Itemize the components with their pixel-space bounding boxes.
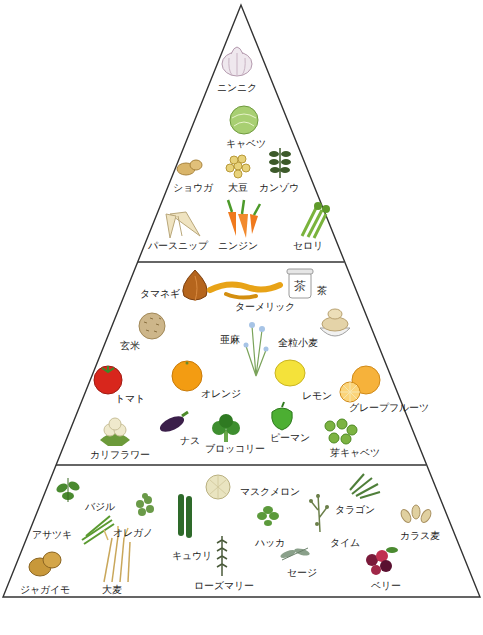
food-label: マスクメロン bbox=[240, 486, 300, 498]
food-label: ニンジン bbox=[218, 240, 258, 252]
garlic-icon bbox=[222, 47, 252, 76]
food-label: 芽キャベツ bbox=[330, 447, 380, 459]
food-label: ローズマリー bbox=[194, 580, 254, 592]
food-label: タイム bbox=[330, 537, 360, 549]
flax-icon bbox=[244, 322, 269, 376]
pyramid-triangle bbox=[3, 5, 480, 597]
food-label: カンゾウ bbox=[259, 182, 299, 194]
oats-icon bbox=[399, 505, 433, 524]
food-label: グレープフルーツ bbox=[349, 402, 429, 414]
food-label: ベリー bbox=[371, 580, 401, 592]
food-label: タラゴン bbox=[335, 504, 375, 516]
cup-character: 茶 bbox=[294, 280, 306, 293]
food-label: バジル bbox=[85, 501, 115, 513]
food-label: オレガノ bbox=[113, 527, 153, 539]
brown-rice-icon bbox=[139, 313, 165, 339]
food-label: ショウガ bbox=[173, 182, 213, 194]
berries-icon bbox=[366, 547, 398, 575]
food-label: ジャガイモ bbox=[20, 584, 70, 596]
ginger-icon bbox=[177, 160, 202, 175]
eggplant-icon bbox=[158, 412, 188, 435]
tier-divider bbox=[138, 261, 344, 262]
lemon-icon bbox=[275, 360, 305, 386]
soybean-icon bbox=[226, 155, 250, 178]
chives-icon bbox=[82, 516, 114, 544]
green-pepper-icon bbox=[272, 402, 293, 430]
grapefruit-icon bbox=[340, 366, 380, 402]
food-label: キュウリ bbox=[172, 550, 212, 562]
whole-wheat-icon bbox=[320, 309, 350, 336]
food-label: カラス麦 bbox=[400, 530, 440, 542]
food-label: カリフラワー bbox=[90, 449, 150, 461]
food-label: ニンニク bbox=[217, 82, 257, 94]
orange-icon bbox=[172, 361, 202, 391]
licorice-icon bbox=[269, 148, 291, 178]
food-label: ナス bbox=[180, 435, 200, 447]
turmeric-icon bbox=[210, 284, 280, 297]
tarragon-icon bbox=[350, 474, 380, 498]
muskmelon-icon bbox=[206, 475, 230, 499]
broccoli-icon bbox=[212, 414, 240, 442]
parsnip-icon bbox=[166, 212, 200, 238]
rosemary-icon bbox=[217, 536, 227, 576]
cabbage-icon bbox=[230, 106, 258, 134]
food-label: トマト bbox=[115, 393, 145, 405]
thyme-icon bbox=[309, 494, 329, 532]
food-label: セロリ bbox=[293, 240, 323, 252]
food-label: オレンジ bbox=[201, 388, 241, 400]
food-label: タマネギ bbox=[140, 288, 180, 300]
food-label: パースニップ bbox=[148, 240, 208, 252]
food-label: セージ bbox=[287, 567, 317, 579]
mint-icon bbox=[257, 506, 279, 526]
cucumber-icon bbox=[178, 494, 192, 538]
pyramid-outline bbox=[3, 5, 480, 597]
food-label: 茶 bbox=[317, 285, 327, 297]
tea-cup-icon bbox=[287, 269, 313, 298]
food-label: 全粒小麦 bbox=[278, 337, 318, 349]
food-label: 玄米 bbox=[120, 340, 140, 352]
basil-icon bbox=[55, 478, 81, 502]
food-label: ピーマン bbox=[270, 432, 310, 444]
cauliflower-icon bbox=[100, 418, 130, 446]
tomato-icon bbox=[94, 366, 122, 394]
potato-icon bbox=[29, 552, 61, 576]
food-label: 大豆 bbox=[228, 182, 248, 194]
carrot-icon bbox=[228, 200, 260, 238]
brussels-sprouts-icon bbox=[325, 419, 357, 444]
food-label: 大麦 bbox=[102, 584, 122, 596]
food-label: レモン bbox=[302, 390, 332, 402]
onion-icon bbox=[183, 270, 207, 301]
sage-icon bbox=[279, 547, 310, 560]
food-label: 亜麻 bbox=[220, 334, 240, 346]
food-label: ブロッコリー bbox=[205, 443, 265, 455]
food-label: アサツキ bbox=[32, 529, 72, 541]
oregano-icon bbox=[136, 493, 154, 516]
celery-icon bbox=[302, 202, 330, 238]
tier-divider bbox=[56, 464, 426, 465]
food-label: ターメリック bbox=[235, 301, 295, 313]
food-label: ハッカ bbox=[255, 537, 285, 549]
food-label: キャベツ bbox=[226, 138, 266, 150]
